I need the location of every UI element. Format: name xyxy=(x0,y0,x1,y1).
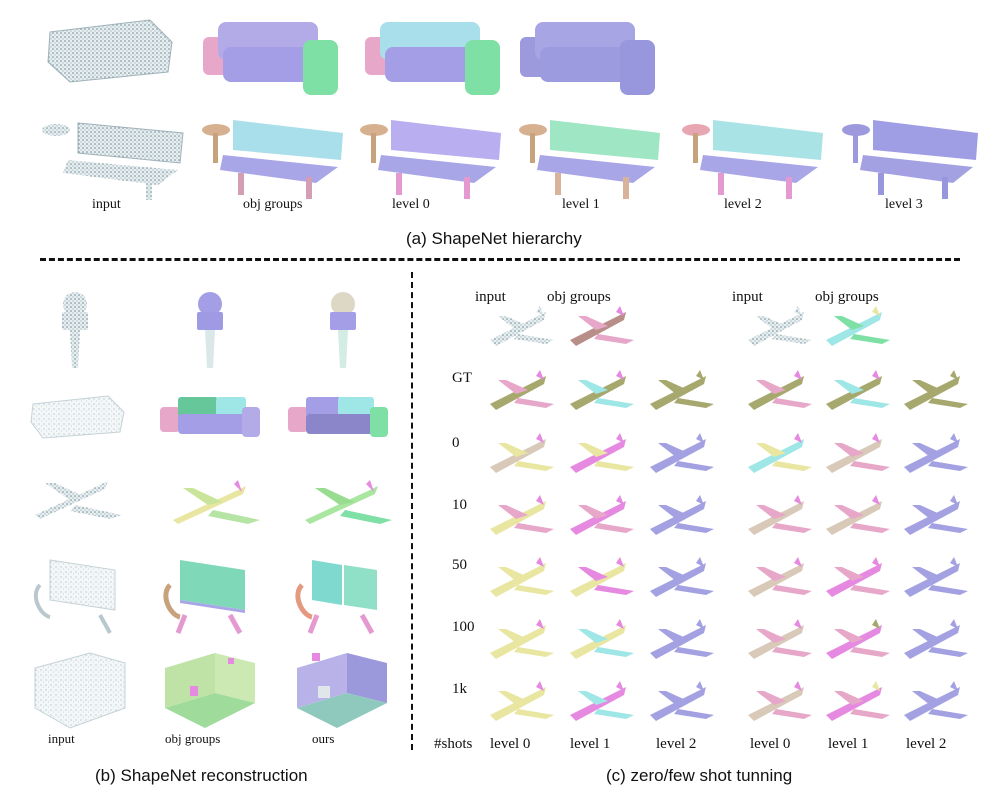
sofa-b-obj-groups xyxy=(160,397,260,437)
horizontal-divider xyxy=(40,258,960,261)
panel-c-bottom-label-level-1-a: level 1 xyxy=(570,736,611,752)
panel-c-top-label-obj-groups-2: obj groups xyxy=(815,289,879,305)
plane-c-b-row3-level2 xyxy=(904,557,968,597)
panel-b-label-obj-groups: obj groups xyxy=(165,731,221,746)
bench-obj-groups xyxy=(202,120,343,199)
panel-a-label-level-0: level 0 xyxy=(392,197,430,212)
panel-a-label-obj-groups: obj groups xyxy=(243,197,303,212)
plane-c-a-row0-level0 xyxy=(490,370,554,410)
sofa-b-input-pointcloud xyxy=(30,395,125,439)
panel-a-label-input: input xyxy=(92,197,121,212)
plane-c-b-row0-level1 xyxy=(826,370,890,410)
panel-c-caption: (c) zero/few shot tunning xyxy=(606,766,793,785)
plane-c-a-row3-level2 xyxy=(650,557,714,597)
sofa-b-ours xyxy=(288,397,388,437)
panel-a-label-level-3: level 3 xyxy=(885,197,923,212)
plane-c-a-row4-level0 xyxy=(490,619,554,659)
chair-b-input-pointcloud xyxy=(33,559,116,634)
panel-c-bottom-label-shots: #shots xyxy=(434,736,473,752)
bench-level-3 xyxy=(842,120,978,199)
panel-c-row-label-10: 10 xyxy=(452,497,467,513)
panel-c-bottom-label-level-0-b: level 0 xyxy=(750,736,791,752)
bench-level-2 xyxy=(682,120,823,199)
plane-c-b-row5-level1 xyxy=(826,681,890,721)
bench-input-pointcloud xyxy=(42,122,184,200)
vertical-divider xyxy=(411,272,413,750)
plane-c-a-row1-level0 xyxy=(490,433,554,473)
sofa-input-pointcloud xyxy=(47,19,173,83)
room-b-obj-groups xyxy=(165,653,255,728)
sofa-level-1 xyxy=(520,22,655,95)
plane-c-a-row0-level2 xyxy=(650,370,714,410)
plane-b-input-pointcloud xyxy=(35,481,122,519)
plane-c-b-row2-level2 xyxy=(904,495,968,535)
panel-a-label-level-2: level 2 xyxy=(724,197,762,212)
panel-c-bottom-label-level-0-a: level 0 xyxy=(490,736,531,752)
panel-a-label-level-1: level 1 xyxy=(562,197,600,212)
plane-c-b-row4-level0 xyxy=(748,619,812,659)
panel-c-row-label-1k: 1k xyxy=(452,681,467,697)
panel-c-top-label-input-2: input xyxy=(732,289,763,305)
sofa-level-0 xyxy=(365,22,500,95)
plane-b-obj-groups xyxy=(173,480,260,524)
panel-b-label-input: input xyxy=(48,731,75,746)
panel-c-top-label-input-1: input xyxy=(475,289,506,305)
plane-c-a-row5-level1 xyxy=(570,681,634,721)
plane-c-a-row2-level1 xyxy=(570,495,634,535)
panel-c-bottom-label-level-2-b: level 2 xyxy=(906,736,947,752)
plane-c-b-row1-level2 xyxy=(904,433,968,473)
plane-c-a-row5-level2 xyxy=(650,681,714,721)
panel-c-row-label-0: 0 xyxy=(452,435,460,451)
panel-b-caption: (b) ShapeNet reconstruction xyxy=(95,766,308,785)
plane-c-a-row4-level1 xyxy=(570,619,634,659)
plane-c-a-row0-level1 xyxy=(570,370,634,410)
panel-c-row-label-50: 50 xyxy=(452,557,467,573)
panel-c-top-label-obj-groups-1: obj groups xyxy=(547,289,611,305)
plane-c-a-row1-level1 xyxy=(570,433,634,473)
plane-c-a-row3-level0 xyxy=(490,557,554,597)
plane-c-a-row4-level2 xyxy=(650,619,714,659)
plane-c-a-row1-level2 xyxy=(650,433,714,473)
plane-c-a-row3-level1 xyxy=(570,557,634,597)
plane-c-b-row0-level2 xyxy=(904,370,968,410)
plane-c-obj-groups-2 xyxy=(826,306,890,346)
plane-c-b-row1-level1 xyxy=(826,433,890,473)
plane-c-b-row3-level1 xyxy=(826,557,890,597)
room-b-ours xyxy=(297,653,387,728)
bench-level-0 xyxy=(360,120,501,199)
sofa-obj-groups xyxy=(203,22,338,95)
mic-obj-groups xyxy=(197,292,223,368)
chair-b-ours xyxy=(295,560,377,635)
mic-input-pointcloud xyxy=(62,292,88,368)
panel-c-bottom-label-level-1-b: level 1 xyxy=(828,736,869,752)
plane-c-a-row5-level0 xyxy=(490,681,554,721)
panel-b-label-ours: ours xyxy=(312,731,335,746)
panel-c-bottom-label-level-2-a: level 2 xyxy=(656,736,697,752)
plane-c-a-row2-level0 xyxy=(490,495,554,535)
plane-c-input-1 xyxy=(490,306,554,346)
plane-c-b-row2-level0 xyxy=(748,495,812,535)
bench-level-1 xyxy=(519,120,660,199)
plane-b-ours xyxy=(305,480,392,524)
chair-b-obj-groups xyxy=(163,560,245,635)
mic-ours xyxy=(330,292,356,368)
plane-c-b-row0-level0 xyxy=(748,370,812,410)
plane-c-a-row2-level2 xyxy=(650,495,714,535)
room-b-input-pointcloud xyxy=(34,652,126,729)
panel-c-row-label-100: 100 xyxy=(452,619,475,635)
plane-c-input-2 xyxy=(748,306,812,346)
plane-c-b-row5-level2 xyxy=(904,681,968,721)
plane-c-obj-groups-1 xyxy=(570,306,634,346)
plane-c-b-row4-level1 xyxy=(826,619,890,659)
plane-c-b-row1-level0 xyxy=(748,433,812,473)
plane-c-b-row2-level1 xyxy=(826,495,890,535)
panel-a-caption: (a) ShapeNet hierarchy xyxy=(406,229,582,248)
plane-c-b-row4-level2 xyxy=(904,619,968,659)
panel-c-row-label-gt: GT xyxy=(452,370,472,386)
plane-c-b-row3-level0 xyxy=(748,557,812,597)
plane-c-b-row5-level0 xyxy=(748,681,812,721)
